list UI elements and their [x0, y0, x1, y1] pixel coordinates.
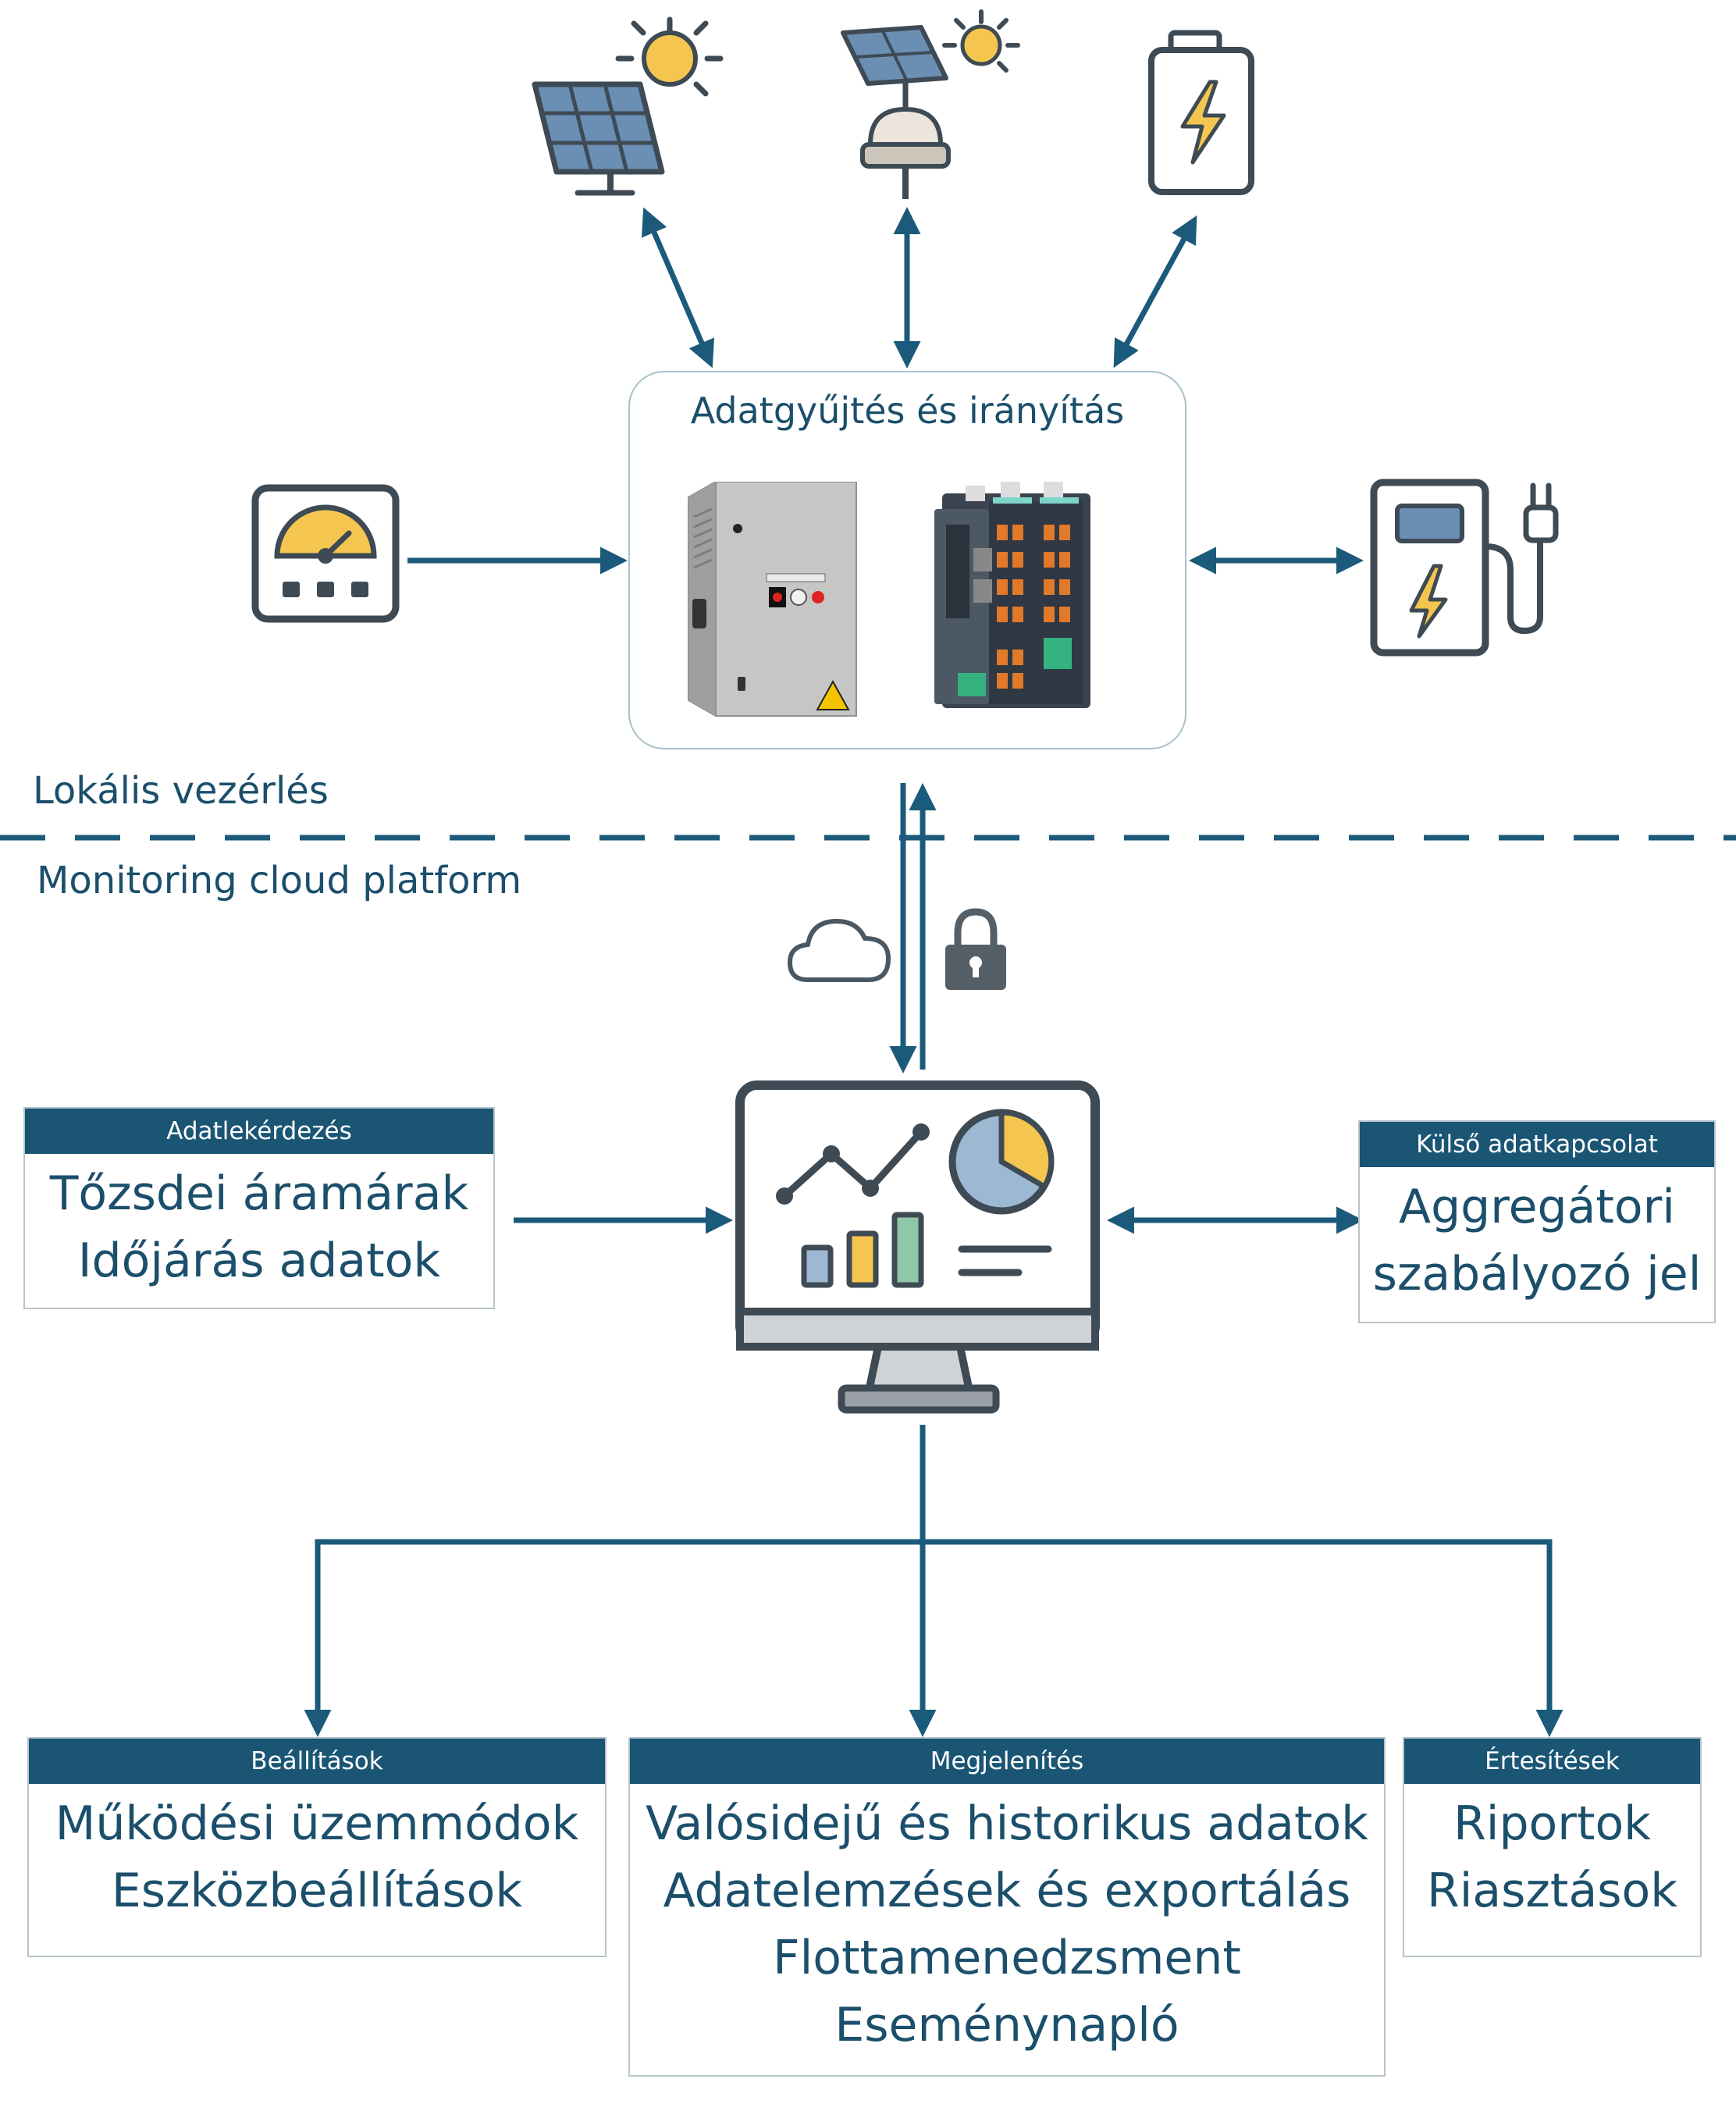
control-title: Adatgyűjtés és irányítás [690, 390, 1125, 432]
card-notifications: Értesítések Riportok Riasztások [1403, 1737, 1702, 1957]
arrow-branch-notifications [923, 1539, 1563, 1737]
arrow-branch-settings [304, 1539, 923, 1737]
monitor-dashboard-icon [735, 1080, 1100, 1414]
arrow-solar-control [641, 207, 715, 368]
card-line: szabályozó jel [1372, 1247, 1702, 1301]
weather-station-icon [841, 9, 1020, 199]
energy-meter-icon [251, 484, 400, 623]
card-header: Értesítések [1404, 1739, 1700, 1784]
ev-charger-icon [1370, 479, 1559, 657]
control-cabinet-image [688, 482, 857, 717]
card-line: Flottamenedzsment [773, 1931, 1241, 1985]
zone-label-local: Lokális vezérlés [33, 769, 329, 813]
card-line: Adatelemzések és exportálás [663, 1864, 1351, 1918]
cloud-icon [788, 919, 891, 982]
controller-module-image [934, 482, 1090, 708]
lock-icon [945, 908, 1006, 990]
card-line: Tőzsdei áramárak [49, 1166, 469, 1221]
solar-panel-icon [532, 16, 724, 196]
card-data-query: Adatlekérdezés Tőzsdei áramárak Időjárás… [23, 1107, 495, 1309]
card-external-connection: Külső adatkapcsolat Aggregátori szabályo… [1358, 1120, 1716, 1323]
card-line: Időjárás adatok [77, 1233, 441, 1288]
card-header: Adatlekérdezés [25, 1109, 493, 1154]
card-line: Eseménynapló [834, 1998, 1179, 2052]
card-header: Megjelenítés [630, 1739, 1384, 1784]
card-display: Megjelenítés Valósidejű és historikus ad… [628, 1737, 1386, 2077]
card-header: Beállítások [29, 1739, 605, 1784]
card-settings: Beállítások Működési üzemmódok Eszközbeá… [27, 1737, 607, 1957]
control-box: Adatgyűjtés és irányítás [628, 371, 1186, 749]
card-line: Aggregátori [1399, 1180, 1675, 1234]
card-line: Riportok [1453, 1796, 1651, 1851]
connectors [304, 207, 1563, 1737]
battery-icon [1148, 30, 1254, 195]
card-line: Eszközbeállítások [111, 1864, 523, 1918]
card-line: Riasztások [1427, 1864, 1677, 1918]
card-line: Valósidejű és historikus adatok [646, 1796, 1368, 1851]
zone-label-cloud: Monitoring cloud platform [37, 859, 522, 902]
card-header: Külső adatkapcsolat [1360, 1122, 1714, 1167]
card-line: Működési üzemmódok [55, 1796, 579, 1851]
arrow-battery-control [1113, 215, 1197, 368]
